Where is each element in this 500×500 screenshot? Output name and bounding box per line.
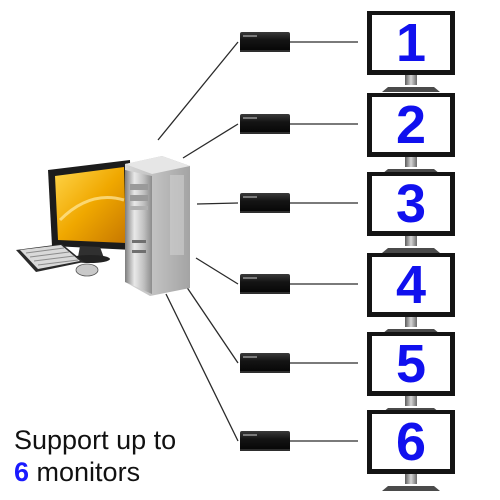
monitor-5-number: 5: [396, 334, 426, 394]
pc-cable-3: [196, 202, 239, 205]
monitor-2: 2: [367, 93, 455, 174]
usb-display-adapters: [240, 32, 290, 451]
monitor-2-number: 2: [396, 95, 426, 155]
keyboard: [16, 244, 84, 272]
desktop-monitor: [48, 160, 132, 263]
caption-line-1: Support up to: [14, 425, 177, 455]
monitor-4: 4: [367, 253, 455, 334]
monitor-count: 6: [14, 457, 30, 487]
usb-adapter-5: [240, 353, 290, 373]
pc-tower: [125, 156, 190, 296]
mouse: [75, 263, 99, 277]
pc-cables: [157, 41, 239, 442]
desktop-computer: [16, 156, 190, 296]
monitor-4-number: 4: [396, 255, 426, 315]
usb-adapter-3: [240, 193, 290, 213]
monitor-cables: [290, 41, 358, 442]
pc-cable-1: [157, 41, 239, 141]
usb-adapter-2: [240, 114, 290, 134]
monitor-3: 3: [367, 172, 455, 253]
monitor-1: 1: [367, 11, 455, 92]
pc-cable-2: [182, 123, 239, 159]
monitor-3-number: 3: [396, 174, 426, 234]
caption-line-2: 6 monitors: [14, 456, 140, 488]
monitor-5: 5: [367, 332, 455, 413]
caption-monitors-word: monitors: [29, 457, 141, 487]
pc-cable-6: [165, 293, 239, 442]
pc-cable-4: [195, 257, 239, 285]
pc-cable-5: [183, 282, 239, 364]
monitor-6: 6: [367, 410, 455, 491]
usb-adapter-4: [240, 274, 290, 294]
usb-adapter-6: [240, 431, 290, 451]
usb-adapter-1: [240, 32, 290, 52]
monitor-1-number: 1: [396, 13, 426, 73]
external-monitors: 1 2 3 4 5 6: [367, 11, 455, 491]
monitor-6-number: 6: [396, 412, 426, 472]
